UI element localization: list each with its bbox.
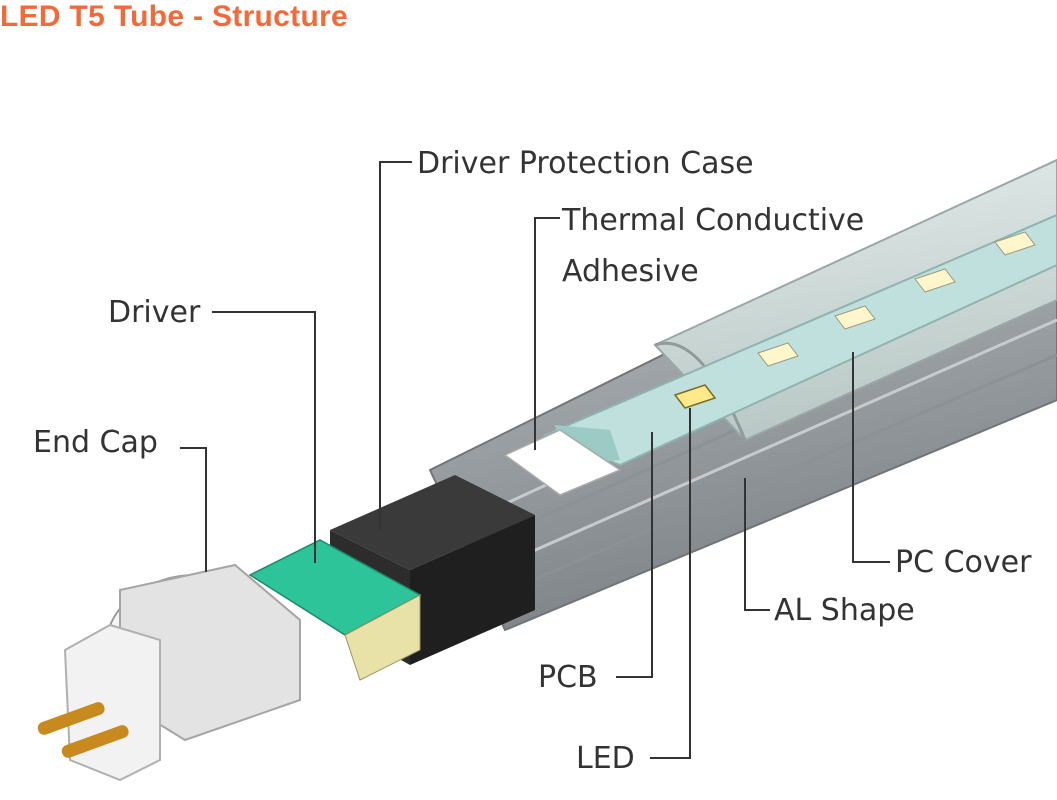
thermal-adhesive bbox=[503, 429, 622, 496]
label-thermal-conductive-line1: Thermal Conductive bbox=[562, 203, 865, 238]
leader-pcb bbox=[616, 432, 653, 678]
label-driver: Driver bbox=[108, 295, 201, 330]
leader-pc-cover bbox=[852, 352, 890, 563]
diagram-title: LED T5 Tube - Structure bbox=[0, 0, 349, 33]
label-end-cap: End Cap bbox=[33, 425, 158, 460]
leader-led bbox=[650, 408, 691, 759]
label-pc-cover: PC Cover bbox=[895, 545, 1032, 580]
label-al-shape: AL Shape bbox=[774, 593, 915, 628]
leader-thermal-adhesive bbox=[534, 217, 560, 450]
leader-lines bbox=[180, 161, 890, 759]
led-chips bbox=[673, 231, 1036, 409]
label-driver-protection-case: Driver Protection Case bbox=[417, 146, 754, 181]
leader-driver-protection-case bbox=[379, 161, 412, 530]
end-cap bbox=[37, 563, 301, 782]
label-thermal-conductive-line2: Adhesive bbox=[562, 254, 699, 289]
label-led: LED bbox=[576, 741, 635, 776]
leader-driver bbox=[212, 311, 316, 563]
leader-al-shape bbox=[744, 478, 770, 611]
leader-end-cap bbox=[180, 447, 207, 572]
label-pcb: PCB bbox=[538, 660, 598, 695]
driver-board bbox=[248, 539, 422, 681]
